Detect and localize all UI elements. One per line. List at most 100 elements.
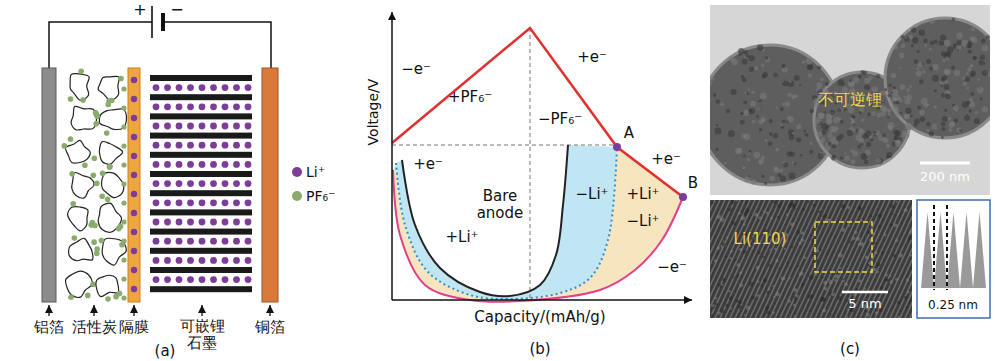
- texture-speck: [891, 213, 893, 215]
- process-label: −e⁻: [401, 61, 431, 78]
- texture-speck: [869, 215, 872, 218]
- texture-speck: [710, 97, 711, 103]
- texture-speck: [966, 72, 969, 75]
- texture-speck: [801, 238, 805, 242]
- li-ion: [131, 172, 137, 178]
- activated-carbon-particle: [102, 238, 126, 265]
- texture-speck: [890, 128, 892, 130]
- texture-speck: [877, 271, 879, 273]
- texture-speck: [790, 202, 794, 206]
- texture-speck: [890, 205, 894, 209]
- pf6-ion: [69, 171, 75, 177]
- texture-speck: [942, 116, 948, 122]
- li-ion: [245, 276, 252, 283]
- capacity-region: [396, 145, 617, 299]
- texture-speck: [775, 292, 779, 296]
- legend-swatch: [292, 191, 302, 201]
- texture-speck: [808, 65, 813, 70]
- li-ion: [199, 161, 206, 168]
- leader-arrow: [201, 305, 202, 316]
- li-ion: [131, 77, 137, 83]
- pf6-ion: [121, 162, 126, 167]
- texture-speck: [710, 81, 712, 86]
- texture-speck: [731, 200, 735, 204]
- li-ion: [131, 191, 137, 197]
- texture-speck: [748, 175, 750, 177]
- activated-carbon-particle: [98, 76, 119, 100]
- texture-speck: [864, 84, 870, 90]
- activated-carbon-particle: [99, 109, 126, 130]
- texture-speck: [773, 312, 775, 314]
- texture-speck: [852, 237, 855, 240]
- texture-speck: [902, 130, 908, 136]
- texture-speck: [809, 275, 813, 279]
- texture-speck: [792, 132, 795, 135]
- texture-speck: [884, 88, 887, 91]
- texture-speck: [882, 133, 886, 137]
- part-label: 可嵌锂 石墨: [177, 318, 228, 353]
- li-ion: [245, 199, 252, 206]
- texture-speck: [743, 212, 746, 215]
- li-ion: [131, 248, 137, 254]
- texture-speck: [757, 45, 763, 51]
- texture-speck: [954, 70, 960, 76]
- texture-speck: [788, 129, 794, 135]
- li-ion: [245, 103, 252, 110]
- texture-speck: [729, 296, 733, 300]
- li-ion: [210, 257, 217, 264]
- texture-speck: [740, 111, 744, 115]
- texture-speck: [895, 90, 898, 93]
- texture-speck: [760, 93, 767, 100]
- li-ion: [164, 123, 171, 130]
- li-ion: [164, 238, 171, 245]
- pf6-ion: [121, 219, 126, 224]
- pf6-ion: [121, 86, 126, 91]
- texture-speck: [880, 286, 883, 289]
- texture-speck: [742, 78, 747, 83]
- texture-speck: [957, 127, 962, 132]
- texture-speck: [858, 243, 860, 245]
- leader-arrow: [269, 305, 270, 316]
- texture-speck: [942, 59, 945, 62]
- texture-speck: [918, 62, 923, 67]
- activated-carbon-particle: [96, 275, 119, 296]
- process-label: −PF₆⁻: [538, 111, 582, 128]
- texture-speck: [893, 130, 899, 136]
- texture-speck: [757, 294, 760, 297]
- texture-speck: [959, 129, 962, 132]
- texture-speck: [765, 306, 769, 310]
- texture-speck: [970, 92, 974, 96]
- lattice-fringe: [880, 200, 912, 318]
- texture-speck: [857, 127, 859, 129]
- texture-speck: [914, 59, 919, 64]
- scale-bar: [920, 162, 970, 165]
- texture-speck: [746, 201, 748, 203]
- panel-a: [42, 6, 278, 316]
- texture-speck: [895, 239, 898, 242]
- legend-entry: PF₆⁻: [292, 186, 293, 206]
- texture-speck: [736, 263, 740, 267]
- texture-speck: [769, 119, 773, 123]
- texture-speck: [887, 58, 890, 61]
- pf6-ion: [94, 180, 100, 186]
- texture-speck: [769, 175, 774, 180]
- texture-speck: [816, 250, 819, 253]
- li-ion: [153, 142, 160, 149]
- texture-speck: [808, 73, 812, 77]
- texture-speck: [968, 49, 972, 53]
- process-label: +e⁻: [651, 151, 681, 168]
- texture-speck: [742, 58, 748, 64]
- texture-speck: [867, 113, 871, 117]
- texture-speck: [716, 99, 720, 103]
- texture-speck: [858, 206, 861, 209]
- texture-speck: [739, 271, 742, 274]
- texture-speck: [773, 133, 778, 138]
- texture-speck: [897, 301, 901, 305]
- image-annotation: 不可逆锂: [818, 91, 882, 109]
- li-ion: [176, 219, 183, 226]
- texture-speck: [796, 124, 801, 129]
- texture-speck: [794, 208, 796, 210]
- li-ion: [210, 276, 217, 283]
- li-ion: [164, 180, 171, 187]
- texture-speck: [953, 105, 958, 110]
